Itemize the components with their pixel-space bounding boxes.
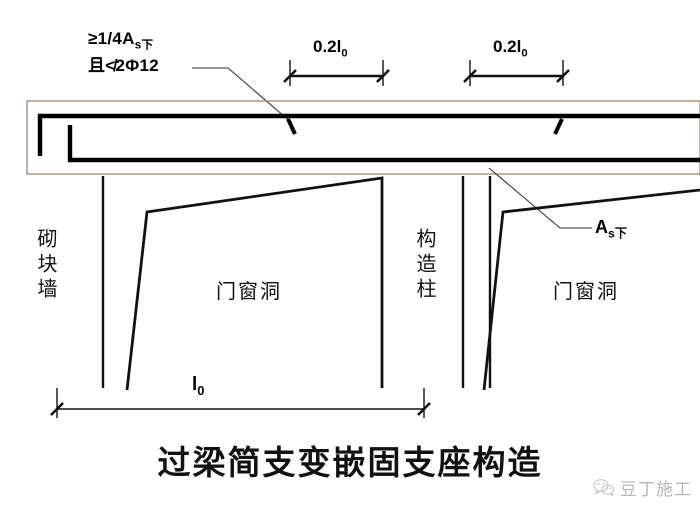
top-rebar	[37, 113, 700, 156]
bottom-rebar	[67, 125, 700, 163]
label-structural-column: 构造柱	[413, 228, 437, 303]
label-bottom-rebar: As下	[595, 217, 628, 241]
opening-left-outline	[125, 176, 384, 391]
watermark: 豆丁施工	[593, 475, 692, 500]
opening-right-outline	[482, 188, 700, 391]
span-dimension-label: l0	[192, 374, 205, 398]
structural-column	[461, 176, 492, 388]
wechat-icon	[593, 479, 615, 497]
top-dimension-chain	[283, 60, 570, 86]
label-block-wall: 砌块墙	[34, 228, 58, 303]
watermark-text: 豆丁施工	[620, 480, 692, 500]
label-opening-right: 门窗洞	[553, 279, 619, 303]
bottom-rebar-leader-line	[488, 167, 592, 229]
lintel-beam-outline	[26, 100, 700, 175]
diagram-title: 过梁简支变嵌固支座构造	[157, 443, 543, 482]
rebar-note-line2: 且≮2Φ12	[88, 56, 160, 75]
span-dimension	[50, 388, 431, 418]
label-opening-left: 门窗洞	[216, 279, 282, 303]
rebar-note-line1: ≥1/4As下	[88, 29, 154, 52]
dimension-label-right: 0.2l0	[493, 37, 528, 60]
dimension-label-left: 0.2l0	[313, 37, 348, 60]
